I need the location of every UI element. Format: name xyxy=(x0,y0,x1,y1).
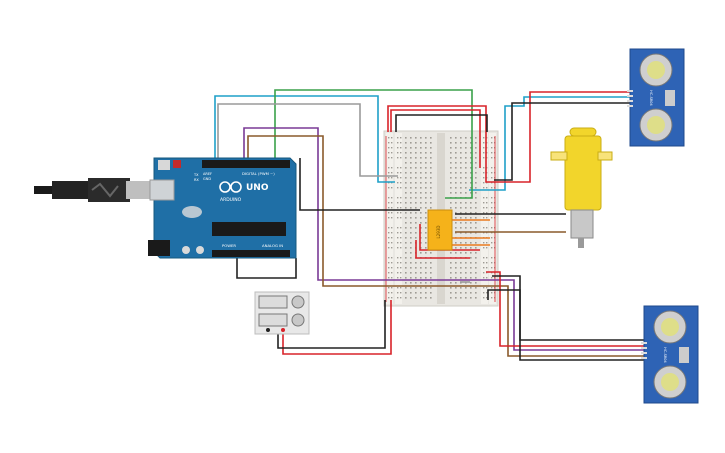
arduino-uno: UNO ARDUINO DIGITAL (PWM ~) POWER ANALOG… xyxy=(148,157,297,259)
rx-label: RX xyxy=(194,178,199,182)
arduino-brand: ARDUINO xyxy=(220,197,242,203)
gnd-label: GND xyxy=(203,177,211,181)
usb-cable xyxy=(34,178,154,202)
arduino-logo-icon xyxy=(219,181,242,193)
digital-header xyxy=(202,160,290,168)
atmega-chip xyxy=(212,222,286,236)
breadboard-holes xyxy=(388,137,496,299)
digital-label: DIGITAL (PWM ~) xyxy=(242,171,275,176)
power-supply xyxy=(254,291,310,335)
uno-label: UNO xyxy=(246,183,269,193)
aref-label: AREF xyxy=(203,172,212,176)
usb-port xyxy=(149,179,175,201)
power-label: POWER xyxy=(222,243,236,248)
ultrasonic-sensor-bottom: HC-SR04 xyxy=(641,305,699,404)
chip-label: L293D xyxy=(436,226,441,239)
reset-button[interactable] xyxy=(173,160,181,168)
driver-chip: L293D xyxy=(427,209,453,251)
analog-header xyxy=(212,250,290,257)
dc-motor xyxy=(550,127,613,248)
sensor-bottom-model: HC-SR04 xyxy=(663,347,667,363)
crystal xyxy=(182,206,202,218)
analog-label: ANALOG IN xyxy=(262,243,283,248)
sensor-top-model: HC-SR04 xyxy=(649,90,653,106)
power-jack xyxy=(148,240,170,256)
ultrasonic-sensor-top: HC-SR04 xyxy=(627,48,685,147)
tx-label: TX xyxy=(193,173,199,177)
wires xyxy=(214,89,650,361)
